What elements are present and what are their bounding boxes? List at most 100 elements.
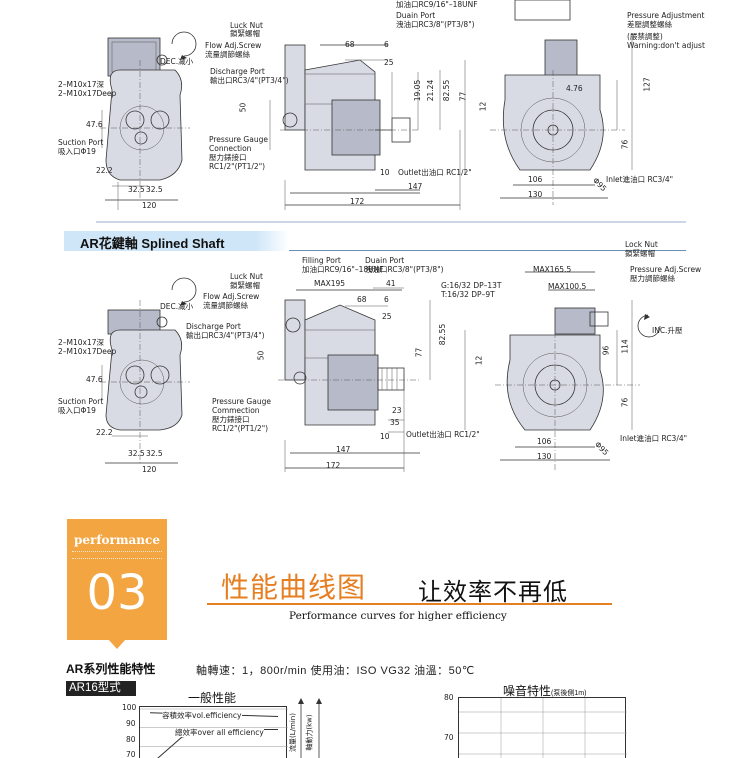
- noise-y-tick: 80: [444, 693, 454, 702]
- noise-title: 噪音特性(泵後側1m): [503, 682, 586, 699]
- dim-120: 120: [142, 201, 157, 210]
- test-conditions: 軸轉速：1，800r/min 使用油：ISO VG32 油溫：50℃: [196, 665, 475, 677]
- flow-adj-cn-2: 流量調節螺絲: [203, 301, 248, 310]
- performance-tab: [67, 519, 167, 649]
- fill-port-label-2: Filling Port: [302, 256, 341, 265]
- dim-25-2: 25: [382, 312, 392, 321]
- warning-cn: (嚴禁調整): [627, 32, 663, 41]
- section-divider: [289, 250, 686, 251]
- gauge-label-rc: RC1/2"(PT1/2"): [209, 162, 266, 171]
- fill-port-cn-2: 加油口RC9/16"–18UNF: [302, 265, 384, 274]
- drain-port-cn-2: 洩油口RC3/8"(PT3/8"): [365, 265, 444, 274]
- m10-label-en: 2–M10x17Deep: [58, 89, 117, 98]
- pressure-adj-cn: 差壓調整螺絲: [627, 20, 672, 29]
- dim-12: 12: [478, 101, 488, 112]
- dim-21-24: 21.24: [426, 79, 436, 102]
- discharge-port-label-2: Discharge Port: [186, 322, 241, 331]
- dim-106-2: 106: [537, 437, 552, 446]
- dim-77-2: 77: [414, 347, 424, 358]
- drain-port-cn: 洩油口RC3/8"(PT3/8"): [396, 20, 475, 29]
- drain-port-label: Duain Port: [396, 11, 436, 20]
- dim-130-2: 130: [537, 452, 552, 461]
- dim-35: 35: [390, 418, 400, 427]
- dim-19-05: 19.05: [413, 79, 423, 102]
- spline-t-label: T:16/32 DP–9T: [441, 290, 495, 299]
- top-end-view: [490, 0, 633, 205]
- section-banner: [64, 231, 289, 251]
- noise-chart: [458, 697, 627, 758]
- general-y-tick: 100: [122, 703, 137, 712]
- noise-subtitle: (泵後側1m): [551, 690, 587, 697]
- flow-axis: 流量(L/min): [289, 698, 306, 758]
- dim-32-5-a-2: 32.5: [128, 449, 145, 458]
- dim-47-6-2: 47.6: [86, 375, 103, 384]
- flow-axis-arrow: [298, 698, 304, 758]
- section-title: AR花鍵軸 Splined Shaft: [80, 236, 225, 251]
- outlet-label-2: Outlet出油口 RC1/2": [406, 430, 480, 439]
- suction-port-cn: 吸入口Φ19: [58, 147, 96, 156]
- dim-120-2: 120: [142, 465, 157, 474]
- suction-port-label-2: Suction Port: [58, 397, 104, 406]
- m10-label-cn-2: 2–M10x17深: [58, 338, 105, 347]
- gauge-label-2-2: Commection: [212, 406, 260, 415]
- discharge-port-label: Discharge Port: [210, 67, 265, 76]
- outlet-label: Outlet出油口 RC1/2": [398, 168, 472, 177]
- dim-76-2: 76: [620, 397, 630, 408]
- suction-port-cn-2: 吸入口Φ19: [58, 406, 96, 415]
- splined-side-view: [278, 287, 466, 472]
- max195-label: MAX195: [314, 279, 346, 288]
- general-y-tick: 80: [126, 735, 136, 744]
- max165-label: MAX165.5: [533, 265, 572, 274]
- top-front-view: [100, 31, 197, 210]
- noise-title-text: 噪音特性: [503, 684, 552, 698]
- dim-6-2: 6: [384, 295, 389, 304]
- pressure-adj-label: Pressure Adjustment: [627, 11, 705, 20]
- dim-4-76: 4.76: [566, 84, 583, 93]
- max100-label: MAX100.5: [548, 282, 587, 291]
- dim-147: 147: [408, 182, 423, 191]
- gauge-label-1: Pressure Gauge: [209, 135, 268, 144]
- dim-76: 76: [620, 139, 630, 150]
- dim-68: 68: [345, 40, 355, 49]
- dim-47-6: 47.6: [86, 120, 103, 129]
- general-y-tick: 70: [126, 750, 136, 758]
- general-y-tick: 90: [126, 719, 136, 728]
- power-axis-label: 軸動力(kw): [305, 714, 314, 751]
- lock-nut-cn-2: 鎖緊螺帽: [230, 281, 260, 290]
- m10-label-cn: 2–M10x17深: [58, 80, 105, 89]
- dim-22-2-2: 22.2: [96, 428, 113, 437]
- inlet-label-2: Inlet進油口 RC3/4": [620, 434, 688, 443]
- m10-label-en-2: 2–M10x17Deep: [58, 347, 117, 356]
- dim-22-2: 22.2: [96, 166, 113, 175]
- dim-172-2: 172: [326, 461, 341, 470]
- dim-82-55: 82.55: [442, 79, 452, 102]
- suction-port-label: Suction Port: [58, 138, 104, 147]
- flow-adj-cn: 流量調節螺絲: [205, 50, 250, 59]
- dim-50-2: 50: [256, 350, 266, 361]
- noise-y-tick: 70: [444, 733, 454, 742]
- dim-127: 127: [642, 77, 652, 92]
- general-performance-title: 一般性能: [188, 691, 237, 705]
- power-axis: 軸動力(kw): [306, 698, 324, 758]
- dec-label: DEC.减小: [160, 57, 194, 66]
- dim-25: 25: [384, 58, 394, 67]
- lock-nut-label: Luck Nut: [230, 21, 263, 30]
- lock-nut-cn: 鎖緊螺帽: [230, 29, 260, 38]
- performance-tab-word: performance: [74, 533, 160, 547]
- dim-23: 23: [392, 406, 402, 415]
- dim-41: 41: [386, 279, 396, 288]
- discharge-port-cn: 輸出口RC3/4"(PT3/4"): [210, 76, 289, 85]
- series-title: AR系列性能特性: [66, 662, 156, 676]
- dim-50: 50: [238, 102, 248, 113]
- flow-axis-label: 流量(L/min): [288, 713, 297, 752]
- fill-port-label: 加油口RC9/16"–18UNF: [396, 0, 478, 9]
- lock-nut-label-2: Luck Nut: [230, 272, 263, 281]
- gauge-label-cn: 壓力錶接口: [209, 153, 247, 162]
- drain-port-label-2: Duain Port: [365, 256, 405, 265]
- inc-label: INC.升壓: [652, 326, 683, 335]
- end-lock-nut-cn: 鎖緊螺帽: [625, 249, 655, 258]
- splined-front-view: [100, 277, 197, 465]
- dim-172: 172: [350, 197, 365, 206]
- dim-32-5-b-2: 32.5: [146, 449, 163, 458]
- dim-10-2: 10: [380, 432, 390, 441]
